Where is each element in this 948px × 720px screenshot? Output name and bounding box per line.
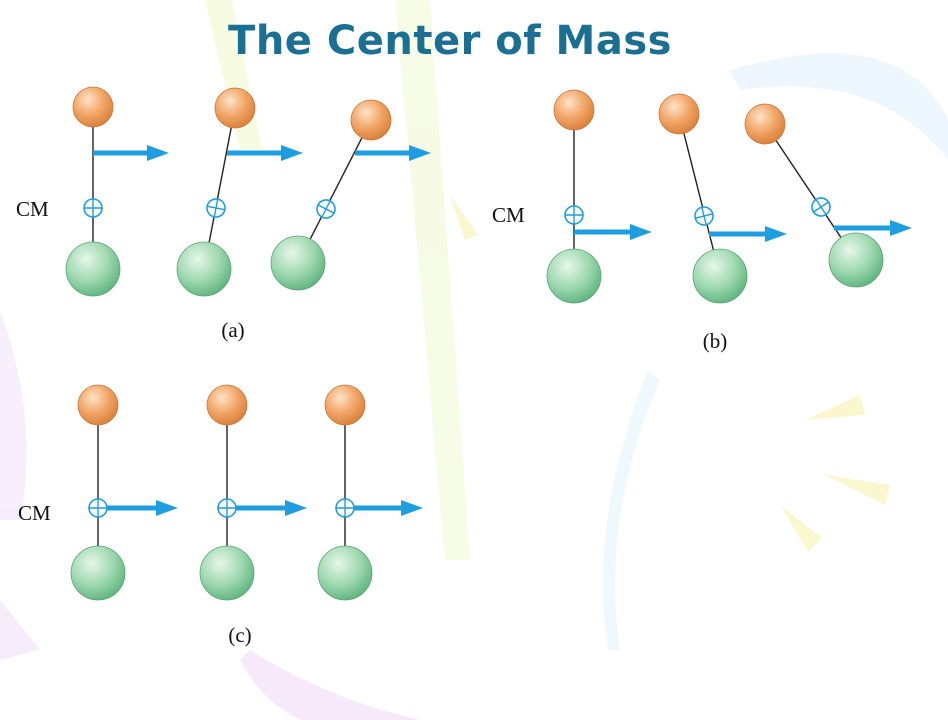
- cm-label: CM: [492, 203, 525, 227]
- large-mass: [199, 545, 255, 601]
- cm-label: CM: [18, 501, 51, 525]
- dumbbell: [546, 89, 652, 304]
- velocity-arrow-head: [285, 500, 307, 516]
- large-mass: [70, 545, 126, 601]
- large-mass: [546, 248, 602, 304]
- dumbbell: [270, 99, 431, 291]
- velocity-arrow-head: [765, 226, 787, 242]
- dumbbell: [658, 93, 787, 304]
- bg-arc-purple-3: [0, 600, 40, 660]
- dumbbell: [70, 384, 178, 601]
- small-mass: [214, 87, 256, 129]
- bg-ray-yellow-3: [780, 505, 822, 552]
- velocity-arrow-head: [630, 224, 652, 240]
- velocity-arrow-head: [409, 145, 431, 161]
- small-mass: [658, 93, 700, 135]
- large-mass: [65, 241, 121, 297]
- large-mass: [317, 545, 373, 601]
- dumbbell: [176, 87, 303, 297]
- large-mass: [692, 248, 748, 304]
- cm-cross-v: [321, 200, 331, 218]
- center-of-mass-marker: [206, 198, 226, 218]
- center-of-mass-marker: [335, 498, 355, 518]
- panel-c: CM (c): [18, 384, 423, 647]
- panel-b: CM (b): [492, 89, 912, 353]
- small-mass: [324, 384, 366, 426]
- center-of-mass-marker: [88, 498, 108, 518]
- bg-arc-purple: [0, 310, 27, 520]
- dumbbell: [317, 384, 423, 601]
- bg-arc-purple-2: [240, 650, 420, 720]
- rod: [678, 113, 721, 277]
- center-of-mass-marker: [83, 198, 103, 218]
- small-mass: [77, 384, 119, 426]
- large-mass: [270, 235, 326, 291]
- panel-a: CM (a): [16, 86, 431, 342]
- page-title: The Center of Mass: [228, 18, 672, 64]
- velocity-arrow-head: [401, 500, 423, 516]
- dumbbell: [199, 384, 307, 601]
- panel-caption: (a): [221, 318, 244, 342]
- small-mass: [553, 89, 595, 131]
- bg-ray-yellow-4: [450, 195, 478, 240]
- center-of-mass-marker: [694, 206, 714, 226]
- cm-label: CM: [16, 197, 49, 221]
- small-mass: [72, 86, 114, 128]
- bg-ray-yellow-1: [805, 395, 865, 420]
- center-of-mass-marker: [316, 199, 336, 219]
- velocity-arrow-head: [281, 145, 303, 161]
- large-mass: [176, 241, 232, 297]
- small-mass: [744, 103, 786, 145]
- velocity-arrow-head: [156, 500, 178, 516]
- dumbbell: [65, 86, 169, 297]
- velocity-arrow-head: [890, 220, 912, 236]
- small-mass: [350, 99, 392, 141]
- velocity-arrow-head: [147, 145, 169, 161]
- panel-caption: (b): [703, 329, 728, 353]
- panel-caption: (c): [228, 623, 251, 647]
- bg-arc-blue-2: [603, 370, 660, 650]
- bg-arc-blue: [730, 53, 948, 161]
- large-mass: [828, 232, 884, 288]
- center-of-mass-marker: [564, 205, 584, 225]
- bg-ray-yellow-2: [825, 475, 890, 505]
- bg-stripe-green-2: [395, 0, 470, 560]
- center-of-mass-marker: [811, 197, 831, 217]
- cm-cross-v: [815, 199, 827, 215]
- small-mass: [206, 384, 248, 426]
- cm-cross-v: [701, 207, 707, 225]
- cm-cross-v: [213, 199, 219, 217]
- center-of-mass-marker: [217, 498, 237, 518]
- dumbbell: [744, 103, 912, 288]
